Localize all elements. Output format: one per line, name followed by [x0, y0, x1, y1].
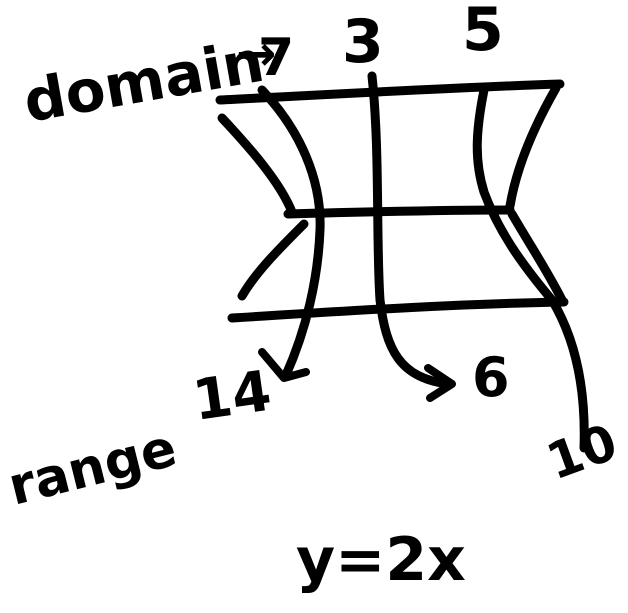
- mapping-arrow-3-to-6: [367, 71, 453, 389]
- left-top-side: [217, 113, 297, 217]
- domain-value-7: 7: [258, 28, 294, 88]
- left-bottom-side: [237, 219, 309, 301]
- range-value-14: 14: [189, 359, 275, 434]
- range-label: range: [3, 418, 183, 517]
- middle-bar: [283, 205, 515, 219]
- range-value-6: 6: [472, 346, 510, 409]
- domain-value-3: 3: [342, 7, 384, 77]
- top-bar: [215, 79, 565, 105]
- domain-label: domain: [19, 27, 269, 136]
- mapping-arrow-5-to-10: [472, 85, 589, 453]
- right-bottom-side: [507, 209, 567, 305]
- domain-arrow-label: →: [236, 26, 276, 82]
- domain-value-5: 5: [462, 0, 504, 65]
- arrowhead-6: [424, 364, 456, 402]
- bottom-bar: [227, 297, 569, 323]
- equation-label: y=2x: [296, 525, 466, 595]
- right-top-side: [505, 83, 561, 211]
- mapping-arrow-7-to-14: [257, 85, 325, 380]
- arrowhead-14: [258, 348, 310, 382]
